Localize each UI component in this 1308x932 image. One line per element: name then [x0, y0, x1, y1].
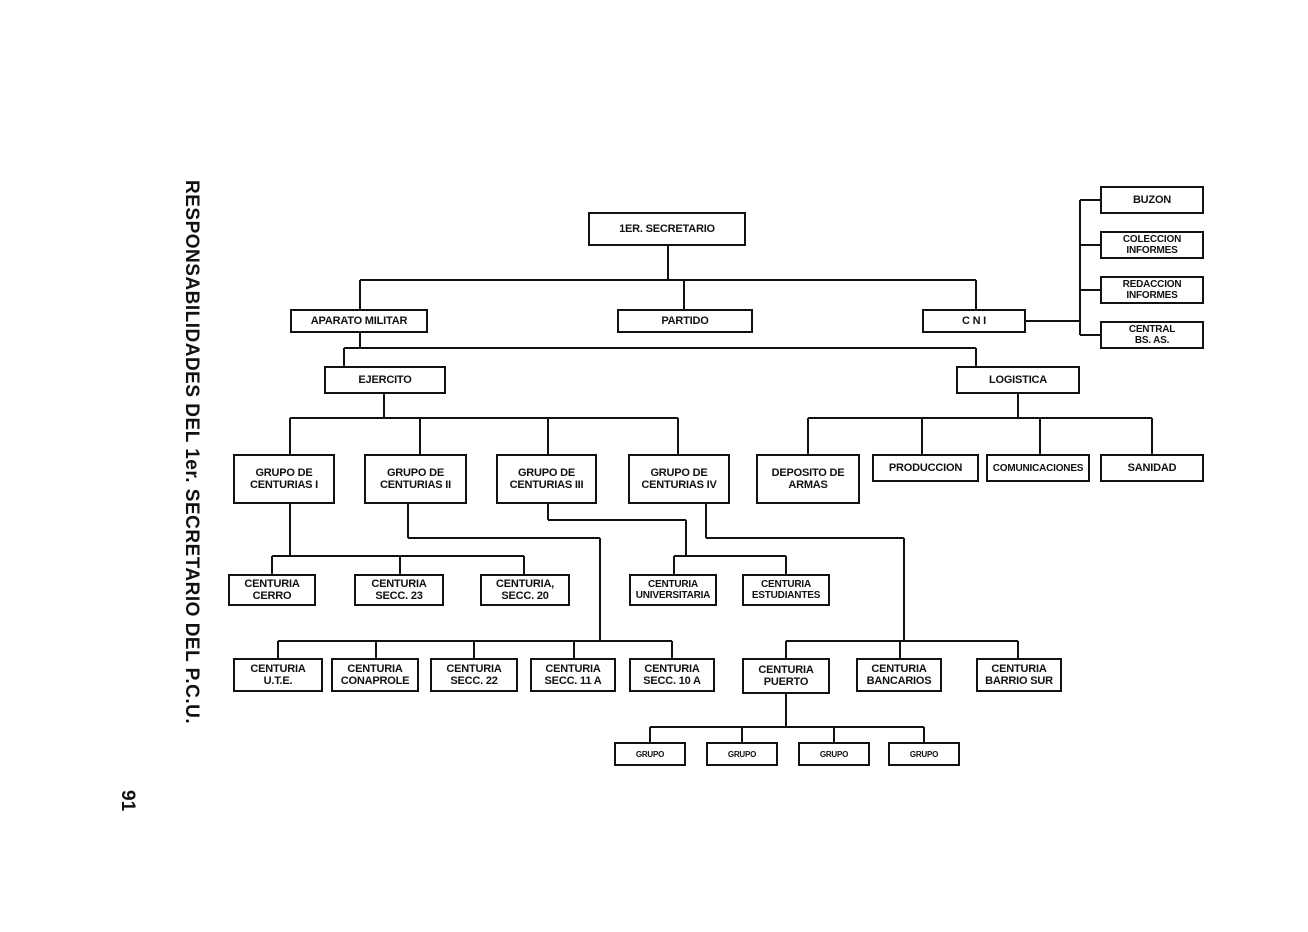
node-label: SECC. 11 A — [544, 675, 602, 687]
node-label: GRUPO DE — [386, 467, 445, 479]
node-label: CENTURIA — [760, 579, 812, 590]
node-label: CONAPROLE — [340, 675, 410, 687]
node-label: CENTURIA — [250, 663, 306, 675]
node-label: GRUPO DE — [517, 467, 576, 479]
node-label: C N I — [961, 315, 987, 327]
node-secc20: CENTURIA,SECC. 20 — [480, 574, 570, 606]
node-label: CENTURIAS II — [380, 479, 451, 491]
node-label: PUERTO — [763, 676, 809, 688]
node-label: ARMAS — [788, 479, 828, 491]
node-label: BS. AS. — [1134, 335, 1170, 346]
node-produccion: PRODUCCION — [872, 454, 979, 482]
node-label: CENTURIAS III — [509, 479, 584, 491]
node-logistica: LOGISTICA — [956, 366, 1080, 394]
node-label: COLECCION — [1122, 234, 1182, 245]
node-label: SANIDAD — [1127, 462, 1177, 474]
page-title: RESPONSABILIDADES DEL 1er. SECRETARIO DE… — [181, 180, 202, 725]
node-label: UNIVERSITARIA — [635, 590, 711, 601]
node-label: CENTURIA — [644, 663, 700, 675]
node-grupo-a: GRUPO — [614, 742, 686, 766]
node-label: REDACCION — [1122, 279, 1182, 290]
node-label: GRUPO — [819, 749, 849, 759]
node-label: EJERCITO — [358, 374, 412, 386]
node-label: U.T.E. — [263, 675, 293, 687]
node-label: CENTURIA — [758, 664, 814, 676]
node-label: CENTURIA — [991, 663, 1047, 675]
node-comunicaciones: COMUNICACIONES — [986, 454, 1090, 482]
node-label: CENTURIA — [446, 663, 502, 675]
node-label: COMUNICACIONES — [992, 462, 1084, 474]
node-label: GRUPO — [727, 749, 757, 759]
node-label: GRUPO DE — [650, 467, 708, 479]
node-label: CENTURIA — [244, 578, 300, 590]
node-ejercito: EJERCITO — [324, 366, 446, 394]
node-label: CENTRAL — [1128, 324, 1176, 335]
node-secretario: 1er. SECRETARIO — [588, 212, 746, 246]
node-label: APARATO MILITAR — [310, 315, 408, 327]
node-grupo-d: GRUPO — [888, 742, 960, 766]
node-aparato: APARATO MILITAR — [290, 309, 428, 333]
node-label: BANCARIOS — [866, 675, 932, 687]
node-label: 1er. SECRETARIO — [619, 223, 715, 235]
node-label: ESTUDIANTES — [751, 590, 821, 601]
node-label: INFORMES — [1126, 245, 1178, 256]
node-buzon: BUZON — [1100, 186, 1204, 214]
node-label: CERRO — [252, 590, 292, 602]
node-label: GRUPO — [909, 749, 939, 759]
node-label: CENTURIA — [871, 663, 927, 675]
node-grupo-b: GRUPO — [706, 742, 778, 766]
node-grupo-c: GRUPO — [798, 742, 870, 766]
page-number: 91 — [117, 790, 138, 812]
node-label: SECC. 10 A — [643, 675, 701, 687]
node-label: PARTIDO — [661, 315, 709, 327]
node-label: CENTURIA — [647, 579, 699, 590]
node-partido: PARTIDO — [617, 309, 753, 333]
node-label: SECC. 22 — [450, 675, 498, 687]
node-label: CENTURIA — [347, 663, 403, 675]
node-label: LOGISTICA — [988, 374, 1048, 386]
node-label: SECC. 20 — [501, 590, 549, 602]
node-label: CENTURIA — [371, 578, 427, 590]
node-label: GRUPO — [635, 749, 665, 759]
node-cni: C N I — [922, 309, 1026, 333]
node-label: SECC. 23 — [375, 590, 423, 602]
node-label: DEPOSITO DE — [771, 467, 845, 479]
node-sanidad: SANIDAD — [1100, 454, 1204, 482]
node-label: BARRIO SUR — [985, 675, 1053, 687]
node-label: BUZON — [1132, 194, 1172, 206]
node-label: INFORMES — [1126, 290, 1178, 301]
node-label: CENTURIAS I — [249, 479, 319, 491]
node-label: CENTURIA, — [495, 578, 555, 590]
node-label: PRODUCCION — [888, 462, 963, 474]
node-label: CENTURIAS IV — [641, 479, 717, 491]
node-label: CENTURIA — [545, 663, 601, 675]
node-label: GRUPO DE — [255, 467, 313, 479]
